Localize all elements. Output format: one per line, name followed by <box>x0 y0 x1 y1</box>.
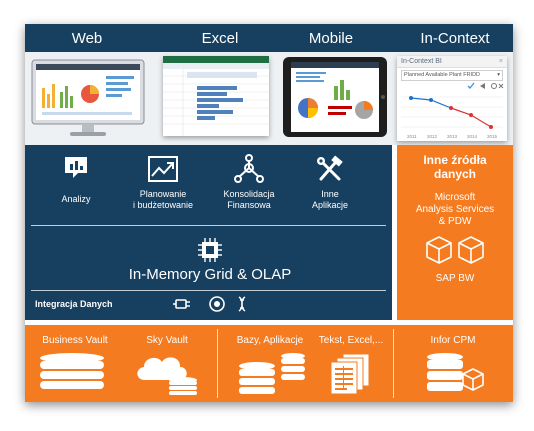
x-tick-label: 2011 <box>407 134 417 139</box>
divider <box>217 329 218 398</box>
module-inne-line1: Inne <box>321 189 339 199</box>
in-context-line-chart <box>401 91 503 133</box>
web-monitor-image <box>30 58 146 138</box>
module-planowanie: Planowanie i budżetowanie <box>123 189 203 211</box>
other-sources-block: Inne źródła danych Microsoft Analysis Se… <box>397 145 513 320</box>
header-bar: Web Excel Mobile In-Context <box>25 24 513 52</box>
sky-vault-label: Sky Vault <box>146 335 188 346</box>
module-konsolidacja-line2: Finansowa <box>227 200 271 210</box>
chip-icon <box>197 237 223 263</box>
panel-toolbar <box>467 82 505 90</box>
divider <box>393 329 394 398</box>
module-planowanie-line1: Planowanie <box>139 189 187 199</box>
header-excel: Excel <box>201 30 239 47</box>
view-icon <box>491 83 497 89</box>
header-web: Web <box>71 30 103 47</box>
target-icon <box>209 296 225 312</box>
module-planowanie-line2: i budżetowanie <box>132 200 194 210</box>
integration-label: Integracja Danych <box>35 299 113 309</box>
module-inne-line2: Aplikacje <box>311 200 349 210</box>
connector-icon <box>173 299 190 309</box>
in-context-panel: In-Context BI × Planned Available Plant … <box>397 56 507 141</box>
microsoft-line2: Analysis Services <box>415 204 495 215</box>
x-ticks: 2011 2012 2013 2014 2015 <box>401 134 503 140</box>
sap-bw-label: SAP BW <box>435 273 475 284</box>
header-mobile: Mobile <box>308 30 354 47</box>
chevron-down-icon: ▾ <box>497 72 500 78</box>
check-icon <box>467 82 475 89</box>
cpm-database-icon <box>425 351 485 395</box>
analytics-icon <box>63 155 89 181</box>
databases-icon <box>235 352 311 396</box>
engine-title: In-Memory Grid & OLAP <box>128 266 292 283</box>
measure-dropdown[interactable]: Planned Available Plant FRIDD ▾ <box>401 70 503 81</box>
other-sources-title-line2: danych <box>433 167 476 181</box>
divider <box>31 290 386 291</box>
other-sources-title: Inne źródła danych <box>397 153 513 181</box>
header-in-context: In-Context <box>420 30 490 47</box>
module-analizy: Analizy <box>61 194 91 204</box>
microsoft-sources: Microsoft Analysis Services & PDW <box>397 192 513 228</box>
microsoft-line3: & PDW <box>438 216 472 227</box>
bazy-label: Bazy, Aplikacje <box>236 335 304 346</box>
data-sources-band: Business Vault Sky Vault <box>25 325 513 402</box>
business-vault-label: Business Vault <box>42 335 108 346</box>
module-konsolidacja-line1: Konsolidacja <box>223 189 275 199</box>
trend-chart-icon <box>147 155 179 183</box>
integration-icons <box>173 296 263 312</box>
other-sources-title-line1: Inne źródła <box>423 153 487 167</box>
module-konsolidacja: Konsolidacja Finansowa <box>211 189 287 211</box>
infor-cpm-label: Infor CPM <box>430 335 476 346</box>
microsoft-line1: Microsoft <box>434 192 476 203</box>
expand-icon <box>498 83 504 89</box>
dna-icon <box>238 296 246 312</box>
divider <box>31 225 386 226</box>
x-tick-label: 2015 <box>487 134 498 139</box>
tekst-label: Tekst, Excel,... <box>318 335 384 346</box>
tablet-image <box>282 56 388 138</box>
x-tick-label: 2014 <box>467 134 478 139</box>
measure-dropdown-value: Planned Available Plant FRIDD <box>404 72 481 78</box>
cubes-icon <box>423 235 487 265</box>
share-icon <box>480 83 485 89</box>
database-stack-icon <box>37 352 107 394</box>
documents-icon <box>329 352 375 396</box>
close-icon[interactable]: × <box>498 58 503 65</box>
module-inne: Inne Aplikacje <box>297 189 363 211</box>
platform-block: Analizy Planowanie i budżetowanie Konsol… <box>25 145 392 320</box>
x-tick-label: 2012 <box>427 134 438 139</box>
in-context-titlebar: In-Context BI × <box>397 56 507 68</box>
network-icon <box>233 154 265 184</box>
tools-icon <box>315 155 345 183</box>
cloud-database-icon <box>131 350 203 396</box>
in-context-title: In-Context BI <box>401 58 442 65</box>
x-tick-label: 2013 <box>447 134 458 139</box>
excel-screenshot <box>163 56 269 136</box>
